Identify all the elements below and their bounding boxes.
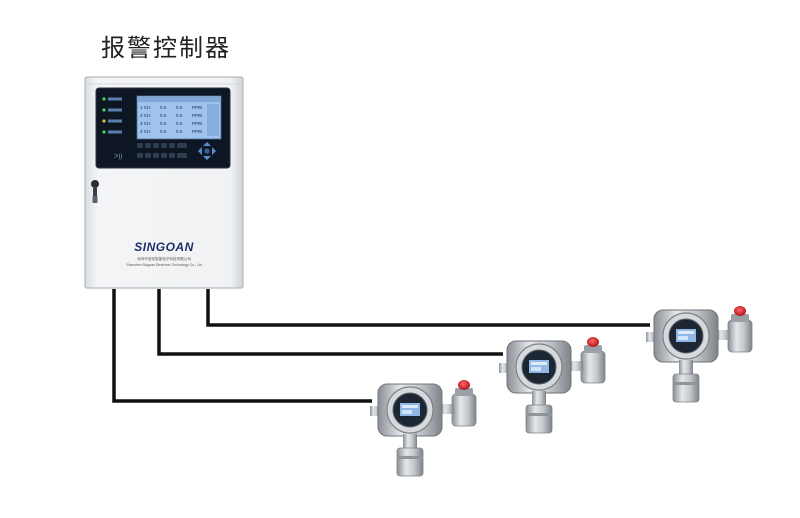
svg-text:ᐳ)): ᐳ)) (114, 154, 122, 160)
lcd-row-3-ch: 3 CH (140, 121, 150, 126)
lcd-row-1-v1: 0.0 (160, 105, 167, 110)
key-lock-icon (91, 180, 99, 203)
lcd-row-2-ch: 2 CH (140, 113, 150, 118)
lcd-row-4-v1: 0.0 (160, 129, 167, 134)
lcd-row-3-unit: PPM (192, 121, 202, 126)
lcd-row-2-v1: 0.0 (160, 113, 167, 118)
lcd-row-4-ch: 4 CH (140, 129, 150, 134)
control-panel: ᐳ)) 1 CH 0.0 0.0 PPM 2 CH 0.0 0.0 PPM 3 … (95, 87, 231, 169)
lcd-row-1-ch: 1 CH (140, 105, 150, 110)
alarm-controller: ᐳ)) 1 CH 0.0 0.0 PPM 2 CH 0.0 0.0 PPM 3 … (84, 76, 244, 289)
direction-pad (198, 142, 216, 160)
lcd-display: 1 CH 0.0 0.0 PPM 2 CH 0.0 0.0 PPM 3 CH 0… (136, 95, 222, 140)
company-name-cn: 深圳市信安智能电子科技有限公司 (137, 256, 191, 261)
lcd-row-2-v2: 0.0 (176, 113, 183, 118)
lcd-row-2-unit: PPM (192, 113, 202, 118)
gas-detector-2 (498, 336, 606, 434)
lcd-row-1-v2: 0.0 (176, 105, 183, 110)
brand-logo: SINGOAN (134, 240, 194, 254)
lcd-row-1-unit: PPM (192, 105, 202, 110)
diagram-title: 报警控制器 (101, 34, 231, 62)
wire-to-detector-1 (112, 289, 372, 403)
lcd-row-3-v2: 0.0 (176, 121, 183, 126)
wire-to-detector-2 (157, 289, 503, 356)
lcd-row-4-unit: PPM (192, 129, 202, 134)
lcd-row-3-v1: 0.0 (160, 121, 167, 126)
status-indicators (102, 97, 122, 134)
wiring (112, 289, 650, 403)
lcd-row-4-v2: 0.0 (176, 129, 183, 134)
keypad (137, 143, 187, 158)
gas-detector-3 (645, 305, 753, 403)
wire-to-detector-3 (206, 289, 650, 327)
company-name-en: Shenzhen Singoan Electronic Technology C… (126, 263, 201, 267)
gas-detector-1 (369, 379, 477, 477)
